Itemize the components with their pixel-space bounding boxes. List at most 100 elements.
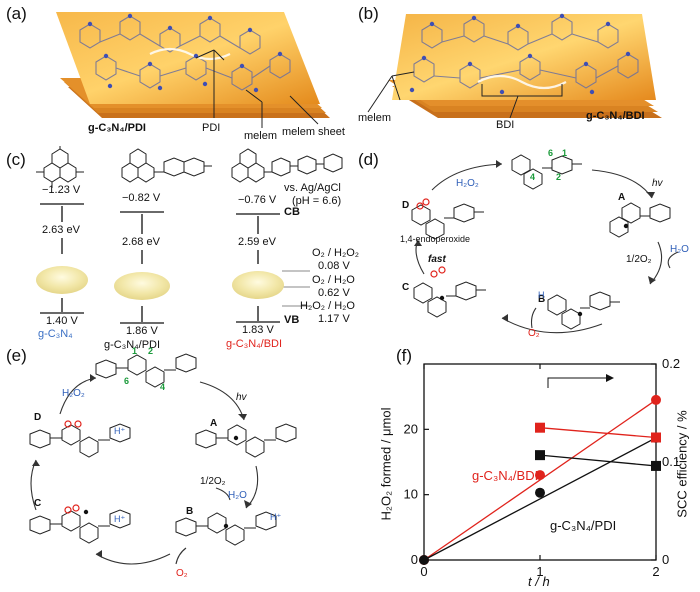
redox-couple-3: H₂O₂ / H₂O [300,300,355,312]
state-b-d: B [538,294,546,305]
square-point-series-2-1 [651,432,661,443]
h2o2-label-d: H₂O₂ [456,178,479,189]
panel-d-label: (d) [358,150,379,169]
redox-value-3: 1.17 V [318,313,350,325]
pdi-structure [121,148,212,183]
y-left-axis-label: H₂O₂ formed / μmol [378,407,394,521]
powder-g-c3n4 [36,266,88,294]
x-tick-label-0: 0 [420,564,427,579]
circle-point-series-0-2 [651,394,661,405]
cb-label: CB [284,206,300,218]
square-point-series-3-0 [535,450,545,461]
plot-frame [423,363,657,561]
band-diagram [36,146,343,324]
cycle-arrows-e [30,377,259,565]
gap-value-col2: 2.68 eV [122,236,160,248]
connect-line-series-3-0 [539,454,657,467]
right-axis-indicator-arrow [547,377,608,388]
cb-value-col2: −0.82 V [122,192,161,204]
h-label-d: H [538,290,545,300]
h2o2-label-e: H₂O₂ [62,388,85,399]
connect-line-series-2-0 [539,427,657,439]
redox-lines [282,270,310,307]
vb-value-col2: 1.86 V [126,325,158,337]
y-left-tick-label-2: 20 [404,421,418,436]
callout-lines-a [195,49,319,128]
position-2-d: 2 [556,172,562,182]
o2-label-e: O₂ [176,568,188,579]
endoperoxide-note: 1,4-endoperoxide [400,234,471,244]
vb-label: VB [284,314,300,326]
panel-a: (a) g-C₃N₄/PDI PDI [0,0,350,145]
right-axis-indicator-arrowhead [606,374,614,382]
arrowheads-d [414,160,656,322]
half-o2-label-e: 1/2O₂ [200,476,226,487]
panel-f-label: (f) [396,346,413,365]
nitrogen-atoms-a [87,13,283,93]
position-6-e: 6 [124,376,130,386]
molecules-d [411,154,671,330]
panel-c-label: (c) [6,150,26,169]
melem-sheet-illustration-a [56,12,330,128]
square-point-series-3-1 [651,460,661,471]
mechanism-d [411,154,679,334]
name-col3: g-C₃N₄/BDI [226,338,283,350]
x-axis-label: t / h [528,574,550,589]
band-levels [40,203,280,324]
position-2-e: 2 [148,346,154,356]
h2o-label-d: H₂O [670,244,689,255]
melem-sheet-top-b [392,14,656,100]
peroxide-e [64,420,82,514]
panel-e: (e) [0,342,352,592]
state-d-d: D [402,200,410,211]
position-6-d: 6 [548,148,554,158]
panel-c: (c) [0,146,359,351]
callout-melem-b: melem [358,112,392,124]
x-tick-label-2: 2 [652,564,659,579]
y-right-tick-label-2: 0.2 [662,356,680,371]
position-1-e: 1 [132,346,138,356]
state-a-e: A [210,418,218,429]
fast-label-d: fast [428,254,446,265]
redox-value-1: 0.08 V [318,260,350,272]
arrowheads-e [32,374,252,558]
series-label-pdi: g-C₃N₄/PDI [550,518,617,533]
panel-d: (d) [352,146,700,342]
name-col1: g-C₃N₄ [38,328,73,340]
state-d-e: D [34,412,42,423]
position-4-d: 4 [530,172,536,182]
molecular-network-b [413,15,639,90]
circle-point-series-1-1 [535,487,545,498]
radical-dots-d [439,223,629,317]
radical-dots-e [83,435,239,529]
redox-value-2: 0.62 V [318,287,350,299]
hv-label-e: hv [236,392,247,403]
y-left-tick-label-0: 0 [411,552,418,567]
half-o2-label-d: 1/2O₂ [626,254,652,265]
vb-value-col1: 1.40 V [46,315,78,327]
position-4-e: 4 [160,382,166,392]
material-label-b: g-C₃N₄/BDI [586,110,645,122]
melem-structure [36,146,84,188]
gap-value-col1: 2.63 eV [42,224,80,236]
callout-lines-b [367,71,563,119]
circle-point-series-1-0 [419,555,429,565]
panel-e-label: (e) [6,346,27,365]
name-col2: g-C₃N₄/PDI [104,339,161,351]
state-b-e: B [186,506,194,517]
callout-melem-a: melem [244,130,278,142]
x-tick-label-1: 1 [536,564,543,579]
hv-label-d: hv [652,178,663,189]
h-plus-label-d-e: H⁺ [114,426,126,436]
position-1-d: 1 [562,148,568,158]
bdi-structure [231,148,343,183]
redox-couple-1: O₂ / H₂O₂ [312,247,360,259]
panel-a-label: (a) [6,4,27,23]
panel-b: (b) melem BDI g-C₃N₄/BDI [352,0,700,145]
h-plus-label-c-e: H⁺ [114,514,126,524]
gap-value-col3: 2.59 eV [238,236,276,248]
y-left-tick-label-1: 10 [404,487,418,502]
circle-point-series-0-1 [535,470,545,481]
